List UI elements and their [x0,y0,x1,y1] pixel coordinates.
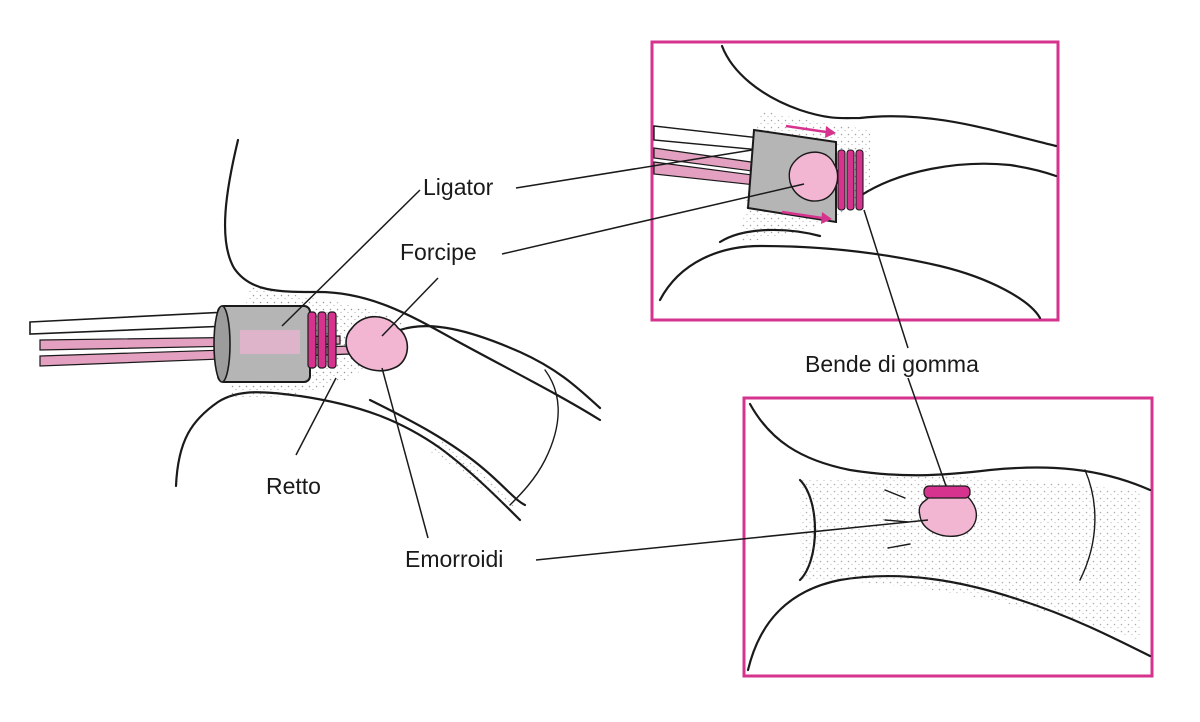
rubber-band-applied [923,485,971,499]
rectal-mucosa-bottom [368,398,527,507]
main-leader-lines [281,189,439,539]
label-retto: Retto [266,473,321,499]
hemorrhoid-tissue [345,315,409,372]
ligator-cylinder [213,305,311,383]
inset-top-leader-lines [501,149,909,349]
inset-bottom-leader-lines [535,377,947,561]
label-emorroidi: Emorroidi [405,546,503,572]
rectal-mucosa-top [398,325,602,410]
main-illustration [29,138,602,522]
inset-top-frame [650,40,1060,322]
upper-wall-outline [223,138,602,422]
inset-top [650,40,1060,322]
label-forcipe: Forcipe [400,239,477,265]
rubber-bands-loaded [307,311,337,369]
inset-bottom-frame [742,396,1154,678]
rectal-fold [509,369,559,506]
band-push-arrows [781,124,836,224]
label-bende-di-gomma: Bende di gomma [805,351,979,377]
label-ligator: Ligator [423,174,494,200]
inset-bottom [742,396,1154,678]
